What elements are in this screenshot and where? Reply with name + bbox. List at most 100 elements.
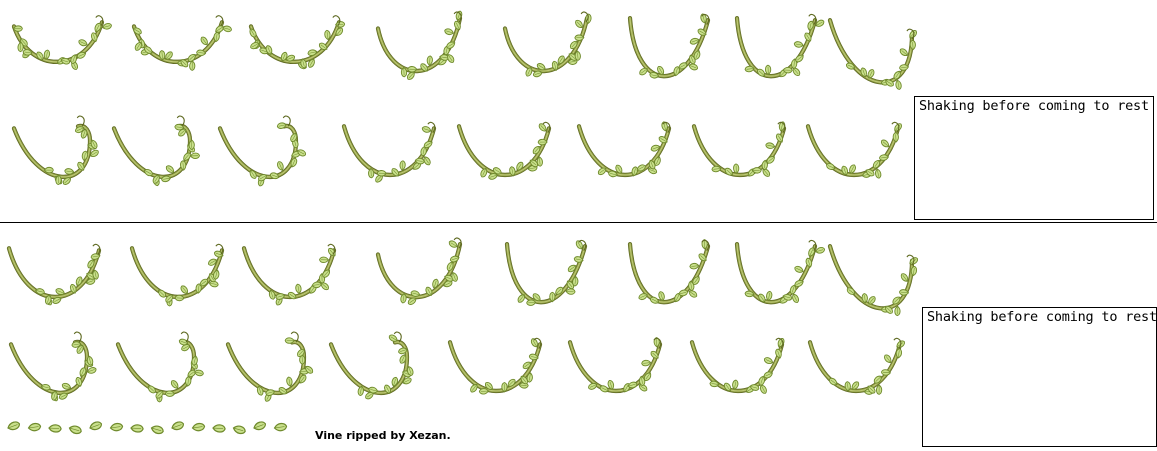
leaf-icon bbox=[90, 149, 99, 157]
leaf-icon bbox=[792, 293, 799, 303]
leaf-icon bbox=[793, 41, 804, 48]
leaf-icon bbox=[526, 299, 537, 306]
rest-frames-box-top: Shaking before coming to rest bbox=[914, 96, 1154, 220]
leaf-icon bbox=[200, 36, 208, 46]
leaf-icon bbox=[638, 384, 648, 392]
leaf-icon bbox=[865, 169, 875, 177]
upper-sheet-row-2-frame-1 bbox=[11, 115, 99, 186]
leaf-icon bbox=[208, 258, 218, 266]
leaf-icon bbox=[174, 123, 185, 131]
leaf-icon bbox=[643, 372, 652, 381]
leaf-icon bbox=[178, 338, 189, 346]
leaf-icon bbox=[147, 385, 156, 394]
leaf-icon bbox=[249, 169, 257, 179]
leaf-icon bbox=[653, 337, 660, 348]
leaf-icon bbox=[407, 66, 418, 73]
leaf-icon bbox=[885, 305, 893, 314]
leaf-icon bbox=[180, 285, 188, 294]
leaf-icon bbox=[376, 170, 387, 177]
upper-sheet-row-2-frame-4 bbox=[341, 121, 437, 183]
leaf-icon bbox=[732, 379, 739, 390]
leaf-icon bbox=[75, 377, 83, 387]
leaf-icon bbox=[152, 174, 160, 184]
leaf-icon bbox=[804, 32, 812, 42]
leaf-icon bbox=[760, 384, 767, 394]
leaf-icon bbox=[860, 67, 867, 78]
leaf-icon bbox=[829, 377, 838, 386]
leaf-icon bbox=[599, 385, 609, 393]
leaf-icon bbox=[697, 28, 707, 36]
leaf-icon bbox=[758, 293, 766, 303]
leaf-icon bbox=[43, 166, 54, 174]
leaf-icon bbox=[43, 49, 51, 60]
leaf-icon bbox=[765, 142, 776, 149]
leaf-icon bbox=[868, 296, 876, 305]
leaf-icon bbox=[615, 164, 623, 174]
leaf-icon bbox=[426, 55, 433, 66]
leaf-icon bbox=[650, 350, 659, 359]
leaf-icon bbox=[143, 169, 153, 177]
leaf-icon bbox=[757, 68, 766, 77]
leaf-icon bbox=[454, 20, 461, 31]
leaf-icon bbox=[249, 28, 257, 38]
leaf-icon bbox=[724, 167, 733, 176]
leaf-icon bbox=[193, 369, 204, 377]
leaf-icon bbox=[565, 288, 576, 295]
leaf-icon bbox=[40, 383, 51, 391]
leaf-icon bbox=[215, 25, 224, 33]
caption-bottom: Shaking before coming to rest bbox=[927, 309, 1157, 325]
leaf-icon bbox=[297, 348, 305, 357]
ripper-credit: Vine ripped by Xezan. bbox=[315, 429, 451, 442]
leaf-icon bbox=[265, 45, 273, 55]
leaf-icon bbox=[658, 291, 665, 302]
leaf-icon bbox=[357, 385, 364, 397]
leaf-icon bbox=[525, 67, 533, 77]
upper-sheet-row-1-frame-7 bbox=[734, 13, 825, 79]
leaf-icon bbox=[537, 138, 548, 146]
leaf-icon bbox=[536, 63, 546, 71]
upper-sheet-row-1-frame-1 bbox=[11, 15, 112, 70]
caption-top: Shaking before coming to rest bbox=[919, 98, 1149, 114]
leaf-icon bbox=[319, 256, 330, 263]
leaf-icon bbox=[749, 384, 760, 391]
leaf-icon bbox=[280, 51, 288, 62]
leaf-icon bbox=[22, 49, 33, 56]
leaf-icon bbox=[892, 296, 901, 305]
leaf-icon bbox=[165, 165, 175, 173]
leaf-icon bbox=[528, 353, 539, 361]
leaf-icon bbox=[443, 280, 453, 288]
leaf-icon bbox=[791, 58, 798, 69]
leaf-icon bbox=[425, 286, 433, 296]
leaf-icon bbox=[278, 387, 288, 395]
leaf-icon bbox=[102, 23, 112, 30]
leaf-icon bbox=[573, 256, 584, 263]
leaf-icon bbox=[399, 160, 406, 171]
leaf-icon bbox=[529, 159, 539, 168]
leaf-icon bbox=[763, 371, 773, 379]
lower-sheet-row-2-frame-1 bbox=[8, 331, 97, 402]
leaf-icon bbox=[766, 156, 775, 164]
leaf-icon bbox=[808, 247, 815, 257]
leaf-icon bbox=[70, 54, 77, 64]
leaf-icon bbox=[815, 19, 825, 27]
leaf-icon bbox=[608, 170, 618, 178]
leaf-icon bbox=[265, 389, 276, 396]
leaf-icon bbox=[400, 66, 408, 78]
leaf-icon bbox=[447, 54, 455, 63]
leaf-icon bbox=[638, 293, 648, 301]
leaf-icon bbox=[881, 139, 890, 148]
leaf-icon bbox=[899, 48, 908, 57]
leaf-icon bbox=[872, 159, 881, 169]
upper-sheet-row-1-frame-2 bbox=[131, 15, 232, 71]
leaf-icon bbox=[657, 66, 665, 76]
leaf-icon bbox=[900, 273, 909, 282]
leaf-icon bbox=[536, 156, 543, 167]
leaf-icon bbox=[92, 269, 99, 280]
leaf-icon bbox=[189, 60, 196, 71]
leaf-icon bbox=[649, 72, 660, 79]
leaf-icon bbox=[414, 157, 425, 165]
upper-sheet-row-1-frame-5 bbox=[502, 11, 592, 78]
leaf-icon bbox=[199, 278, 208, 287]
leaf-icon bbox=[470, 384, 478, 393]
